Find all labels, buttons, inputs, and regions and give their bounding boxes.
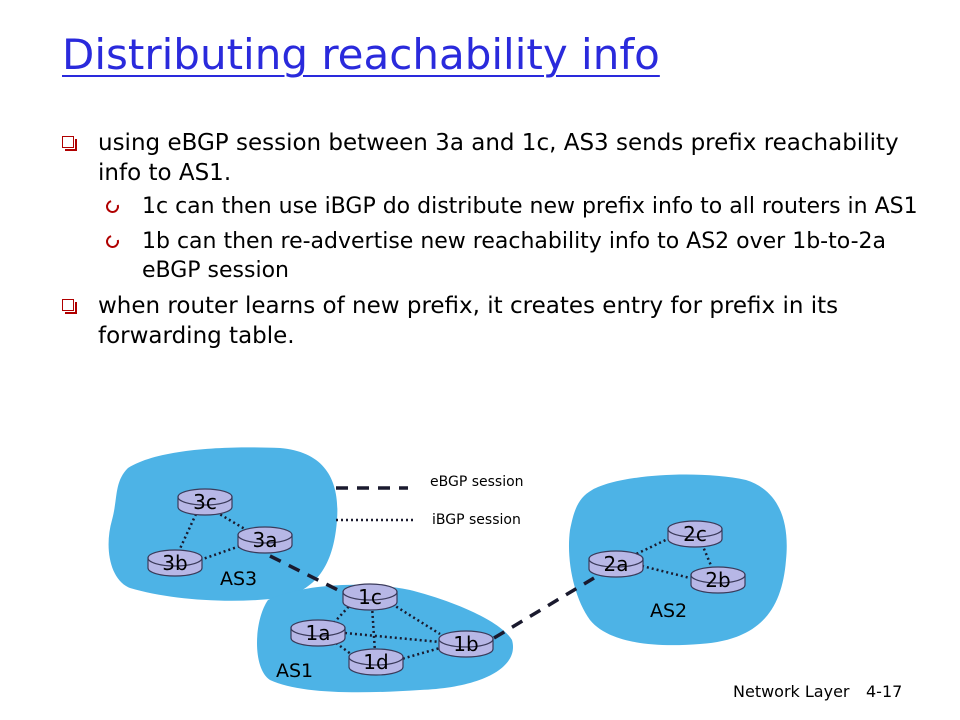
router-label-2a: 2a bbox=[604, 552, 629, 576]
sub-bullet-text: 1b can then re-advertise new reachabilit… bbox=[142, 229, 887, 283]
as2-label: AS2 bbox=[650, 600, 687, 622]
legend-ebgp-label: eBGP session bbox=[430, 474, 524, 490]
router-top bbox=[342, 583, 398, 601]
router-label-3b: 3b bbox=[162, 551, 187, 575]
router-top bbox=[438, 630, 494, 648]
router-1a bbox=[290, 619, 346, 647]
bullet-ebgp: using eBGP session between 3a and 1c, AS… bbox=[62, 128, 942, 188]
bullet-text: using eBGP session between 3a and 1c, AS… bbox=[98, 130, 899, 186]
slide-title: Distributing reachability info bbox=[62, 30, 660, 79]
ibgp-link-1a-1b bbox=[344, 631, 441, 644]
router-3c bbox=[177, 488, 233, 516]
ibgp-link-2c-2b bbox=[700, 543, 714, 569]
router-label-1b: 1b bbox=[453, 632, 478, 656]
router-label-3a: 3a bbox=[253, 528, 278, 552]
router-label-3c: 3c bbox=[193, 490, 217, 514]
ibgp-link-1d-1b bbox=[397, 646, 441, 662]
router-label-1d: 1d bbox=[363, 650, 388, 674]
ibgp-link-2a-2c bbox=[631, 536, 671, 558]
sub-bullet-text: 1c can then use iBGP do distribute new p… bbox=[142, 194, 918, 219]
router-1b bbox=[438, 630, 494, 658]
square-bullet-icon bbox=[62, 136, 77, 151]
sub-bullet-readvertise: 1b can then re-advertise new reachabilit… bbox=[62, 227, 942, 285]
square-bullet-icon bbox=[62, 299, 77, 314]
router-1d bbox=[348, 648, 404, 676]
router-3a bbox=[237, 526, 293, 554]
footer-page-number: 4-17 bbox=[866, 682, 902, 701]
router-top bbox=[177, 488, 233, 506]
as1-label: AS1 bbox=[276, 660, 313, 682]
router-3b bbox=[147, 549, 203, 577]
router-label-2c: 2c bbox=[683, 522, 707, 546]
router-top bbox=[237, 526, 293, 544]
as3-label: AS3 bbox=[220, 568, 257, 590]
footer-chapter: Network Layer bbox=[733, 682, 850, 701]
router-label-1a: 1a bbox=[306, 621, 331, 645]
router-top bbox=[147, 549, 203, 567]
router-label-2b: 2b bbox=[705, 568, 730, 592]
router-2a bbox=[588, 550, 644, 578]
bullet-text: when router learns of new prefix, it cre… bbox=[98, 293, 839, 349]
as2-cloud bbox=[568, 474, 787, 646]
ebgp-link-3a-1c bbox=[269, 554, 347, 596]
router-label-1c: 1c bbox=[358, 585, 382, 609]
router-top bbox=[667, 520, 723, 538]
ibgp-link-2a-2b bbox=[641, 564, 691, 580]
bullet-list: using eBGP session between 3a and 1c, AS… bbox=[62, 128, 942, 355]
router-1c bbox=[342, 583, 398, 611]
router-2b bbox=[690, 566, 746, 594]
as1-cloud bbox=[257, 584, 514, 693]
router-top bbox=[690, 566, 746, 584]
bullet-forwarding: when router learns of new prefix, it cre… bbox=[62, 291, 942, 351]
router-top bbox=[348, 648, 404, 666]
ibgp-link-3c-3b bbox=[176, 513, 198, 554]
router-2c bbox=[667, 520, 723, 548]
sub-bullet-ibgp: 1c can then use iBGP do distribute new p… bbox=[62, 192, 942, 221]
ibgp-link-3b-3a bbox=[199, 544, 241, 562]
router-top bbox=[290, 619, 346, 637]
legend-ibgp-label: iBGP session bbox=[432, 512, 521, 528]
router-top bbox=[588, 550, 644, 568]
